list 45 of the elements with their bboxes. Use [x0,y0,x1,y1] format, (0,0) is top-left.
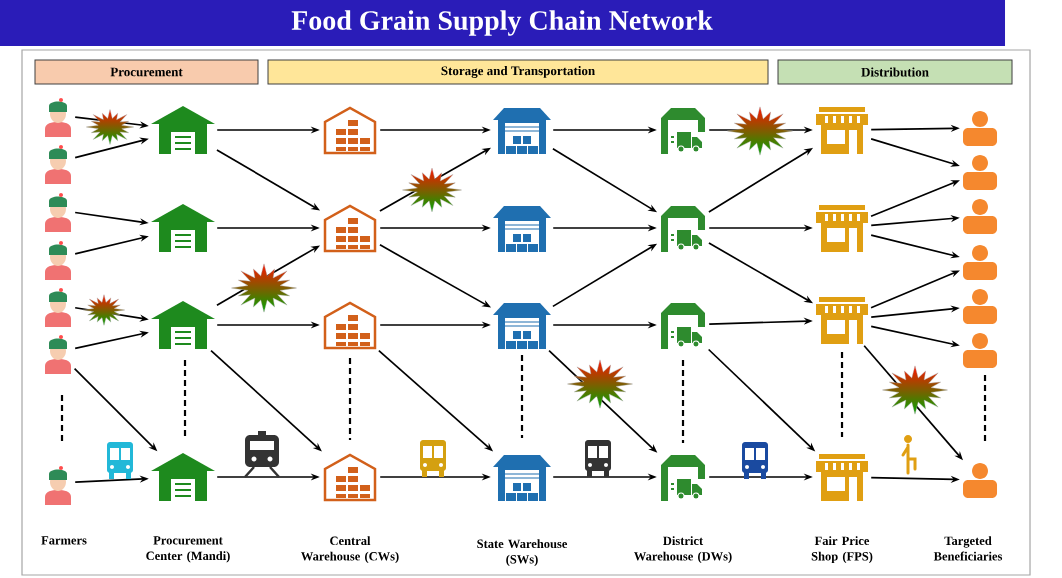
shop-icon [816,297,868,344]
column-label: Fair Price Shop (FPS) [811,536,873,564]
farmer-icon [45,145,71,184]
section-band: Distribution [777,59,1013,85]
farmer-icon [45,98,71,137]
farmer-icon [45,241,71,280]
column-label: State Warehouse (SWs) [477,539,568,567]
warehouse-icon [493,303,551,349]
column-label: Farmers [41,536,87,545]
warehouse-icon [323,204,377,253]
warehouse-icon [151,453,215,501]
warehouse-icon [493,108,551,154]
person-icon [963,155,997,190]
warehouse-icon [493,455,551,501]
warehouse-icon [151,301,215,349]
shop-icon [816,107,868,154]
warehouse-icon [493,206,551,252]
person-icon [963,463,997,498]
column-label: Central Warehouse (CWs) [301,536,399,564]
person-icon [963,199,997,234]
farmer-icon [45,466,71,505]
farmer-icon [45,335,71,374]
warehouse-icon [323,453,377,502]
column-label: District Warehouse (DWs) [634,536,732,564]
shop-icon [816,454,868,501]
title-banner: Food Grain Supply Chain Network [0,0,1005,46]
shop-icon [816,205,868,252]
warehouse-icon [151,106,215,154]
warehouse-icon [323,106,377,155]
farmer-icon [45,193,71,232]
column-label: Targeted Beneficiaries [933,536,1003,561]
warehouse-icon [323,301,377,350]
column-label: Procurement Center (Mandi) [146,536,230,563]
warehouse-truck-icon [661,206,705,252]
person-icon [963,111,997,146]
section-band: Procurement [34,59,259,85]
section-band: Storage and Transportation [267,59,769,85]
farmer-icon [45,288,71,327]
warehouse-truck-icon [661,455,705,501]
warehouse-truck-icon [661,108,705,154]
person-icon [963,289,997,324]
person-icon [963,245,997,280]
warehouse-icon [151,204,215,252]
person-icon [963,333,997,368]
warehouse-truck-icon [661,303,705,349]
